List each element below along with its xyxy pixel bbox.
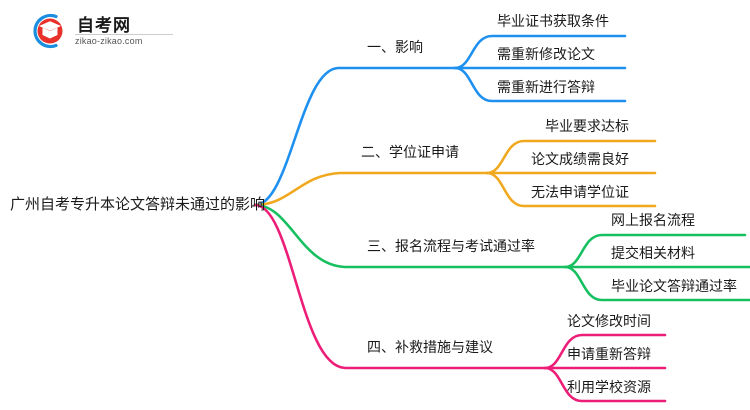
leaf-node-1-1[interactable]: 毕业证书获取条件 bbox=[497, 14, 609, 30]
leaf-node-3-2[interactable]: 提交相关材料 bbox=[611, 246, 695, 262]
leaf-node-3-1[interactable]: 网上报名流程 bbox=[611, 213, 695, 229]
root-node-label[interactable]: 广州自考专升本论文答辩未通过的影响 bbox=[10, 195, 266, 213]
branch-1-lines bbox=[253, 34, 627, 207]
leaf-node-4-1[interactable]: 论文修改时间 bbox=[567, 314, 651, 330]
logo-name-en: zikao-zikao.com bbox=[75, 36, 143, 46]
leaf-node-4-2[interactable]: 申请重新答辩 bbox=[567, 347, 651, 363]
branch-4-lines bbox=[253, 203, 667, 403]
branch-node-4[interactable]: 四、补救措施与建议 bbox=[367, 340, 493, 356]
leaf-node-3-3[interactable]: 毕业论文答辩通过率 bbox=[611, 279, 737, 295]
logo-name-cn: 自考网 bbox=[77, 16, 131, 36]
leaf-node-2-1[interactable]: 毕业要求达标 bbox=[545, 119, 629, 135]
branch-2-lines bbox=[253, 139, 657, 208]
logo-wordmark: 自考网 zikao-zikao.com bbox=[75, 10, 175, 52]
logo-divider bbox=[75, 34, 173, 35]
site-logo: 自考网 zikao-zikao.com bbox=[28, 10, 178, 52]
graduation-cap-icon bbox=[28, 11, 70, 51]
branch-3-lines bbox=[253, 203, 750, 302]
branch-node-3[interactable]: 三、报名流程与考试通过率 bbox=[367, 239, 535, 255]
leaf-node-2-3[interactable]: 无法申请学位证 bbox=[531, 185, 629, 201]
leaf-node-2-2[interactable]: 论文成绩需良好 bbox=[531, 152, 629, 168]
branch-node-1[interactable]: 一、影响 bbox=[367, 40, 423, 56]
leaf-node-1-2[interactable]: 需重新修改论文 bbox=[497, 47, 595, 63]
branch-node-2[interactable]: 二、学位证申请 bbox=[361, 145, 459, 161]
leaf-node-4-3[interactable]: 利用学校资源 bbox=[567, 380, 651, 396]
leaf-node-1-3[interactable]: 需重新进行答辩 bbox=[497, 80, 595, 96]
